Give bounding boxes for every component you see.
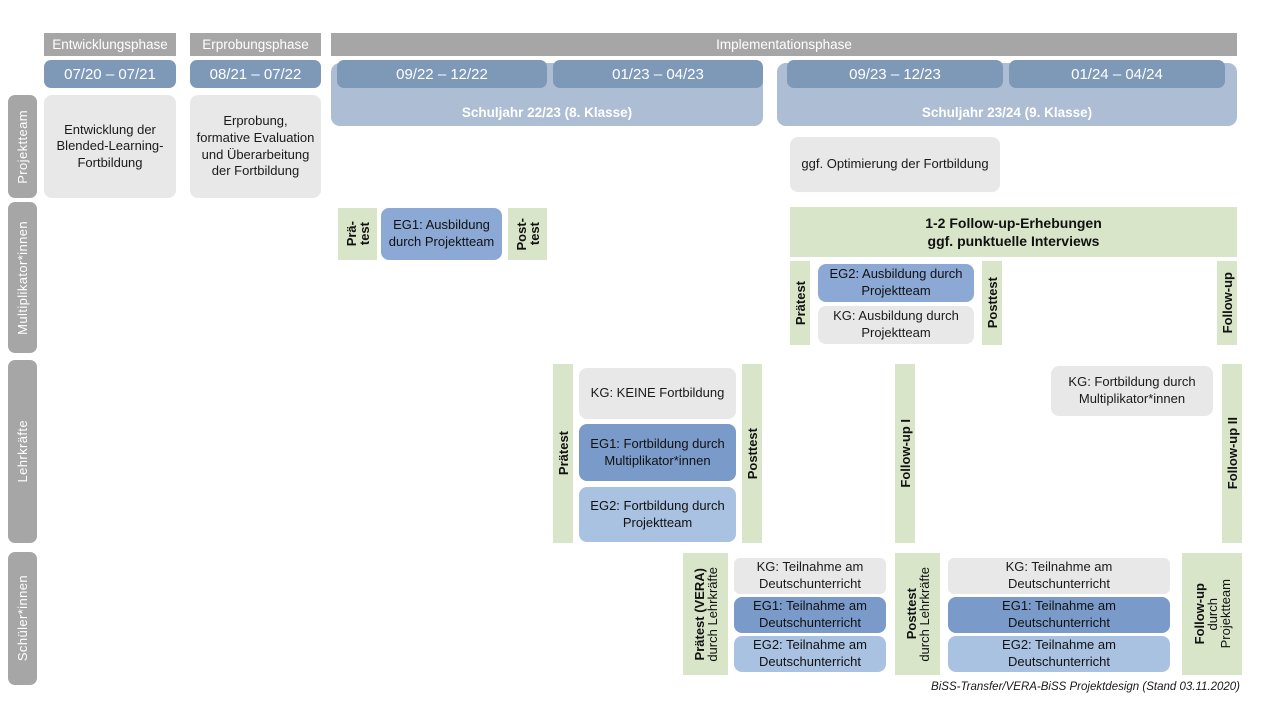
row-label-text: Projektteam bbox=[15, 109, 30, 184]
box-eg1-teilnahme-deutschunterricht-2: EG1: Teilnahme am Deutschunterricht bbox=[948, 597, 1170, 633]
box-optimierung-fortbildung: ggf. Optimierung der Fortbildung bbox=[790, 137, 1000, 192]
strip-praetest-lehrkraefte: Prätest bbox=[553, 364, 573, 543]
strip-text: Prätest bbox=[792, 280, 808, 326]
strip-followup-1-lehrkraefte: Follow-up I bbox=[895, 364, 915, 543]
row-label-text: Schüler*innen bbox=[15, 575, 30, 662]
box-eg1-teilnahme-deutschunterricht-1: EG1: Teilnahme am Deutschunterricht bbox=[734, 597, 886, 633]
strip-text-line2: test bbox=[526, 222, 542, 246]
period-09-23-12-23: 09/23 – 12/23 bbox=[787, 60, 1003, 88]
row-label-text: Lehrkräfte bbox=[15, 420, 30, 483]
period-01-24-04-24: 01/24 – 04/24 bbox=[1009, 60, 1225, 88]
row-label-projektteam: Projektteam bbox=[8, 95, 37, 198]
box-kg-keine-fortbildung: KG: KEINE Fortbildung bbox=[579, 368, 736, 419]
box-text: KG: Teilnahme am Deutschunterricht bbox=[756, 559, 864, 591]
strip-posttest-schuelerinnen: Posttest durch Lehrkräfte bbox=[895, 553, 940, 675]
row-label-text: Multiplikator*innen bbox=[15, 220, 30, 335]
school-year-label: Schuljahr 23/24 (9. Klasse) bbox=[921, 105, 1093, 120]
strip-text: Posttest bbox=[744, 427, 760, 480]
box-text: EG2: Teilnahme am Deutschunterricht bbox=[1002, 637, 1116, 669]
strip-text: Follow-up II bbox=[1224, 417, 1240, 490]
box-text: EG2: Fortbildung durch Projektteam bbox=[590, 497, 725, 530]
box-text: KG: KEINE Fortbildung bbox=[590, 385, 725, 401]
box-text: Erprobung, formative Evaluation und Über… bbox=[196, 113, 315, 179]
strip-text-line1: Post- bbox=[513, 217, 529, 251]
box-text: KG: Ausbildung durch Projektteam bbox=[833, 308, 959, 340]
strip-text: Follow-up I bbox=[897, 419, 913, 488]
box-eg2-ausbildung-projektteam: EG2: Ausbildung durch Projektteam bbox=[818, 264, 974, 302]
period-01-23-04-23: 01/23 – 04/23 bbox=[553, 60, 763, 88]
box-text: EG1: Fortbildung durch Multiplikator*inn… bbox=[590, 435, 725, 468]
phase-bar-implementationsphase: Implementationsphase bbox=[331, 33, 1237, 56]
strip-text: Prätest bbox=[555, 431, 571, 476]
band-line-1: 1-2 Follow-up-Erhebungen bbox=[925, 214, 1102, 231]
box-eg2-teilnahme-deutschunterricht-1: EG2: Teilnahme am Deutschunterricht bbox=[734, 636, 886, 672]
phase-bar-erprobungsphase: Erprobungsphase bbox=[190, 33, 321, 56]
phase-label: Implementationsphase bbox=[716, 37, 852, 52]
row-label-schuelerinnen: Schüler*innen bbox=[8, 552, 37, 685]
period-08-21-07-22: 08/21 – 07/22 bbox=[190, 60, 321, 88]
box-text: EG2: Teilnahme am Deutschunterricht bbox=[753, 637, 867, 669]
box-text: EG2: Ausbildung durch Projektteam bbox=[829, 266, 963, 298]
strip-praetest-multiplikatoren-2: Prätest bbox=[790, 261, 810, 345]
strip-text: Posttest bbox=[984, 277, 1000, 329]
band-line-2: ggf. punktuelle Interviews bbox=[927, 233, 1100, 249]
box-eg2-teilnahme-deutschunterricht-2: EG2: Teilnahme am Deutschunterricht bbox=[948, 636, 1170, 672]
period-label: 01/24 – 04/24 bbox=[1071, 65, 1163, 83]
period-07-20-07-21: 07/20 – 07/21 bbox=[44, 60, 176, 88]
strip-text-main: Posttest bbox=[903, 588, 919, 640]
period-label: 07/20 – 07/21 bbox=[64, 65, 156, 83]
strip-text-sub: durch Lehrkräfte bbox=[916, 566, 932, 662]
strip-text-sub1: durch bbox=[1204, 597, 1220, 631]
period-label: 09/23 – 12/23 bbox=[849, 65, 941, 83]
period-label: 09/22 – 12/22 bbox=[396, 65, 488, 83]
strip-followup-2-lehrkraefte: Follow-up II bbox=[1222, 364, 1242, 543]
phase-bar-entwicklungsphase: Entwicklungsphase bbox=[44, 33, 176, 56]
box-text: Entwicklung der Blended-Learning-Fortbil… bbox=[56, 121, 164, 170]
period-09-22-12-22: 09/22 – 12/22 bbox=[337, 60, 547, 88]
phase-label: Erprobungsphase bbox=[202, 37, 309, 52]
strip-text-main: Prätest (VERA) bbox=[691, 567, 707, 661]
box-eg2-fortbildung-projektteam: EG2: Fortbildung durch Projektteam bbox=[579, 487, 736, 542]
box-eg1-fortbildung-multiplikatoren: EG1: Fortbildung durch Multiplikator*inn… bbox=[579, 424, 736, 481]
strip-text: Follow-up bbox=[1219, 272, 1235, 334]
row-label-multiplikatorinnen: Multiplikator*innen bbox=[8, 202, 37, 353]
period-label: 08/21 – 07/22 bbox=[209, 65, 302, 83]
school-year-label: Schuljahr 22/23 (8. Klasse) bbox=[461, 105, 633, 120]
strip-text-line1: Prä- bbox=[343, 221, 359, 247]
box-text: KG: Fortbildung durch Multiplikator*inne… bbox=[1068, 374, 1196, 406]
box-kg-fortbildung-multiplikatoren: KG: Fortbildung durch Multiplikator*inne… bbox=[1051, 366, 1213, 416]
period-label: 01/23 – 04/23 bbox=[612, 65, 704, 83]
box-kg-ausbildung-projektteam: KG: Ausbildung durch Projektteam bbox=[818, 306, 974, 344]
strip-text-sub: durch Lehrkräfte bbox=[704, 566, 720, 662]
strip-text-line2: test bbox=[356, 222, 372, 246]
box-text: ggf. Optimierung der Fortbildung bbox=[801, 156, 989, 172]
strip-praetest-vera-schuelerinnen: Prätest (VERA) durch Lehrkräfte bbox=[683, 553, 728, 675]
strip-praetest-multiplikatoren: Prä- test bbox=[338, 208, 377, 260]
box-text: EG1: Teilnahme am Deutschunterricht bbox=[1002, 598, 1116, 630]
box-erprobung-evaluation: Erprobung, formative Evaluation und Über… bbox=[190, 95, 321, 198]
band-followup-erhebungen: 1-2 Follow-up-Erhebungen ggf. punktuelle… bbox=[790, 207, 1237, 257]
box-text: EG1: Ausbildung durch Projektteam bbox=[388, 217, 495, 249]
strip-posttest-lehrkraefte: Posttest bbox=[742, 364, 762, 543]
box-text: EG1: Teilnahme am Deutschunterricht bbox=[753, 598, 867, 630]
footer-credit: BiSS-Transfer/VERA-BiSS Projektdesign (S… bbox=[931, 681, 1240, 693]
strip-text-sub2: Projektteam bbox=[1217, 579, 1233, 649]
box-kg-teilnahme-deutschunterricht-1: KG: Teilnahme am Deutschunterricht bbox=[734, 558, 886, 594]
strip-text-main: Follow-up bbox=[1191, 583, 1207, 645]
strip-followup-schuelerinnen: Follow-up durch Projektteam bbox=[1182, 553, 1242, 675]
strip-posttest-multiplikatoren: Post- test bbox=[508, 208, 547, 260]
box-kg-teilnahme-deutschunterricht-2: KG: Teilnahme am Deutschunterricht bbox=[948, 558, 1170, 594]
box-entwicklung-fortbildung: Entwicklung der Blended-Learning-Fortbil… bbox=[44, 95, 176, 198]
phase-label: Entwicklungsphase bbox=[52, 37, 168, 52]
strip-followup-multiplikatoren: Follow-up bbox=[1217, 261, 1237, 345]
box-text: KG: Teilnahme am Deutschunterricht bbox=[1005, 559, 1113, 591]
box-eg1-ausbildung-projektteam: EG1: Ausbildung durch Projektteam bbox=[381, 208, 502, 260]
strip-posttest-multiplikatoren-2: Posttest bbox=[982, 261, 1002, 345]
row-label-lehrkraefte: Lehrkräfte bbox=[8, 360, 37, 543]
